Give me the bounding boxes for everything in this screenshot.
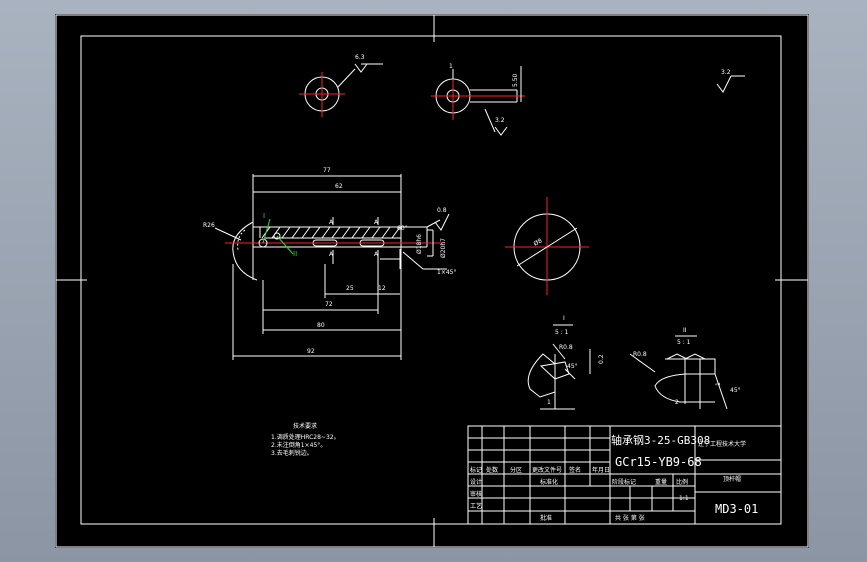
dim-72: 72 bbox=[325, 301, 333, 308]
drawing-canvas[interactable]: 6.3 1 5.50 3.2 3.2 bbox=[55, 14, 809, 548]
radius-label: R26 bbox=[203, 222, 215, 229]
detail-i-dim-small: 1 bbox=[547, 399, 551, 406]
title-block bbox=[467, 425, 782, 525]
diameter-18-label: Ø18h6 bbox=[416, 234, 423, 254]
angle-label: 60° bbox=[397, 225, 408, 232]
row-label-sign: 签名 bbox=[569, 466, 581, 474]
detail-ii-dim-h: 1 bbox=[715, 382, 722, 386]
detail-i-radius: R0.8 bbox=[559, 344, 573, 351]
tolerance-label: 0.8 bbox=[437, 207, 447, 214]
material-line-2: GCr15-YB9-68 bbox=[615, 455, 702, 469]
detail-ii-leader bbox=[276, 235, 294, 255]
detail-ii-title: II bbox=[683, 327, 687, 334]
detail-i-title: I bbox=[563, 315, 565, 322]
section-diameter-label: Ø8 bbox=[533, 237, 544, 247]
tech-heading: 技术要求 bbox=[293, 422, 317, 430]
tech-line-3: 3.去毛刺锐边。 bbox=[271, 449, 313, 457]
craft-label: 工艺 bbox=[470, 502, 482, 510]
row-label-change-doc: 更改文件号 bbox=[532, 466, 562, 474]
sheet-label: 共 张 第 张 bbox=[615, 514, 645, 522]
section-mark-3: A bbox=[329, 251, 334, 258]
section-mark-4: A bbox=[374, 251, 379, 258]
tech-requirements: 技术要求 1.调质处理HRC28~32。 2.未注倒角1×45°。 3.去毛刺锐… bbox=[271, 422, 340, 457]
dim-62: 62 bbox=[335, 183, 343, 190]
roughness-1-label: 6.3 bbox=[355, 54, 365, 61]
detail-i-view bbox=[527, 324, 591, 410]
dim-92: 92 bbox=[307, 348, 315, 355]
top-view-ring bbox=[299, 63, 383, 117]
approve-label: 批准 bbox=[540, 514, 552, 522]
slot-width-label: 1 bbox=[449, 63, 453, 70]
detail-ii-view bbox=[629, 335, 728, 410]
detail-ii-angle: 45° bbox=[730, 387, 741, 394]
detail-ii-scale: 5 : 1 bbox=[677, 339, 691, 346]
material-line-1: 轴承钢3-25-GB308 bbox=[611, 433, 710, 447]
chamfer-label: 1×45° bbox=[437, 269, 456, 276]
drawing-sheet: 6.3 1 5.50 3.2 3.2 bbox=[55, 14, 809, 548]
detail-ii-tag: II bbox=[293, 250, 297, 258]
detail-i-tag: I bbox=[263, 212, 265, 220]
general-roughness-symbol bbox=[716, 75, 732, 93]
roughness-2-label: 3.2 bbox=[495, 117, 505, 124]
design-label: 设计 bbox=[470, 478, 482, 486]
dim-25: 25 bbox=[346, 285, 354, 292]
diameter-20-label: Ø20h7 bbox=[440, 238, 447, 258]
school-name: 辽宁工程技术大学 bbox=[698, 440, 746, 448]
row-label-mark: 标记 bbox=[470, 466, 482, 474]
slot-depth-label: 5.50 bbox=[512, 73, 519, 87]
drawing-frame bbox=[80, 35, 782, 525]
drawing-number: MD3-01 bbox=[715, 502, 758, 516]
sheet-outer-border bbox=[55, 14, 809, 548]
section-mark-1: A bbox=[329, 219, 334, 226]
row-label-date: 年月日 bbox=[592, 466, 610, 474]
detail-i-leader bbox=[262, 218, 271, 244]
stage-label: 阶段标记 bbox=[612, 478, 636, 486]
section-mark-2: A bbox=[374, 219, 379, 226]
ratio-label: 比例 bbox=[676, 478, 688, 486]
tech-line-2: 2.未注倒角1×45°。 bbox=[271, 441, 326, 449]
dim-80: 80 bbox=[317, 322, 325, 329]
scale-value: 1:1 bbox=[679, 495, 689, 502]
dim-77: 77 bbox=[323, 167, 331, 174]
general-roughness-label: 3.2 bbox=[721, 69, 731, 76]
top-view-slot bbox=[431, 66, 525, 136]
row-label-zone: 分区 bbox=[510, 466, 522, 474]
tech-line-1: 1.调质处理HRC28~32。 bbox=[271, 433, 340, 441]
standard-label: 标准化 bbox=[540, 478, 558, 486]
weight-label: 重量 bbox=[655, 478, 667, 486]
section-view-circle bbox=[505, 197, 589, 295]
detail-i-angle: 45° bbox=[567, 363, 578, 370]
detail-i-scale: 5 : 1 bbox=[555, 329, 569, 336]
detail-ii-radius: R0.8 bbox=[633, 351, 647, 358]
detail-i-dim: 0.2 bbox=[598, 354, 605, 364]
detail-ii-dim-w: 2 bbox=[675, 399, 679, 406]
main-view-pin bbox=[214, 174, 450, 360]
row-label-count: 处数 bbox=[486, 466, 498, 474]
review-label: 审核 bbox=[470, 490, 482, 498]
dim-12: 12 bbox=[378, 285, 386, 292]
part-name: 顶杆帽 bbox=[723, 475, 741, 483]
